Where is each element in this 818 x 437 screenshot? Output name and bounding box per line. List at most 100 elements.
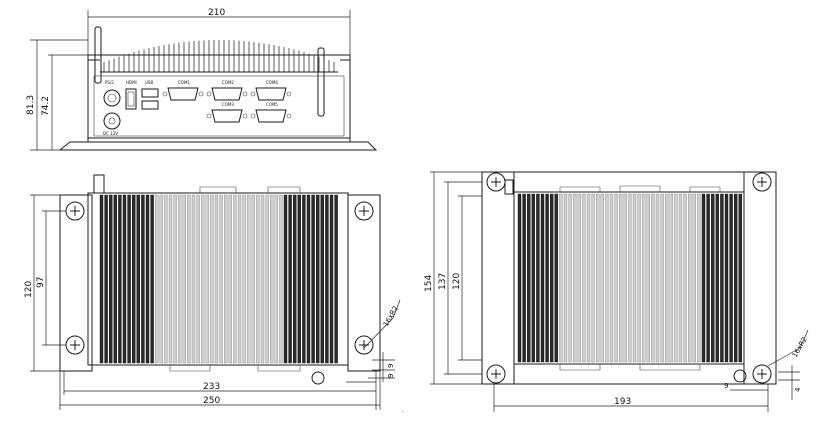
fin [288, 194, 292, 364]
fin [568, 193, 572, 363]
com5-label: COM5 [266, 102, 278, 107]
fin [334, 194, 338, 364]
usb-port-top [141, 88, 159, 98]
com-port [255, 109, 287, 123]
fin [131, 194, 136, 364]
fin [196, 194, 200, 364]
dim-left-slot-9a: 9 [387, 364, 395, 368]
fin [729, 193, 733, 363]
fin [669, 193, 673, 363]
fin [674, 193, 678, 363]
fin [697, 193, 701, 363]
fin [734, 193, 738, 363]
fin [145, 194, 150, 364]
right-bracket-left [481, 171, 515, 385]
fin [605, 193, 609, 363]
left-antenna-top [93, 174, 105, 194]
svg-text:.: . [402, 407, 404, 414]
top-view-right: 154 137 120 193 16xR2 9 4 [424, 171, 809, 412]
fin [122, 194, 127, 364]
fin [711, 193, 715, 363]
fin [628, 193, 632, 363]
fin [136, 194, 141, 364]
fin [210, 194, 214, 364]
fin [265, 194, 269, 364]
fin [591, 193, 595, 363]
left-antenna-bottom [311, 371, 325, 385]
fin [233, 194, 237, 364]
right-antenna-bottom [733, 369, 747, 383]
com1-label: COM1 [178, 80, 190, 85]
fin [104, 194, 108, 364]
fin [214, 194, 219, 364]
com2-label: COM2 [222, 80, 234, 85]
fin [614, 193, 618, 363]
fin [260, 194, 265, 364]
fin [164, 194, 168, 364]
fin [154, 194, 159, 364]
fin [311, 194, 315, 364]
fin [187, 194, 191, 364]
usb-label: USB [145, 80, 153, 85]
fin [173, 194, 177, 364]
fin [205, 194, 210, 364]
top-view-left: 233 250 120 97 16xR2 9 9 [24, 174, 401, 410]
antenna-right [317, 47, 325, 117]
fin [540, 193, 545, 363]
fin [127, 194, 131, 364]
fin [720, 193, 724, 363]
fin [522, 193, 526, 363]
fin [600, 193, 604, 363]
fin [223, 194, 228, 364]
usb-port-bottom [141, 100, 159, 110]
fin [609, 193, 614, 363]
fin [724, 193, 729, 363]
fin [701, 193, 706, 363]
dim-left-length-outer: 250 [203, 396, 220, 406]
fin [191, 194, 196, 364]
com-ports [162, 87, 292, 123]
fin [637, 193, 641, 363]
right-antenna-top [504, 179, 514, 195]
dim-right-height-outer: 154 [424, 275, 434, 292]
dc-label: DC 12V [103, 131, 118, 136]
fin [283, 194, 288, 364]
fin [586, 193, 591, 363]
fin [141, 194, 145, 364]
left-body [87, 192, 349, 366]
com-port [167, 87, 199, 101]
fin [632, 193, 637, 363]
dim-right-slot-9a: 9 [724, 382, 728, 390]
fin [582, 193, 586, 363]
dim-front-height: 81.3 [26, 95, 36, 115]
mount-hole [354, 335, 374, 355]
fin [99, 194, 104, 364]
fin [118, 194, 122, 364]
front-view: PS/2 DC 12V HDMI USB COM1 COM2 COM4 COM3… [26, 8, 378, 151]
fin [177, 194, 182, 364]
fin [113, 194, 118, 364]
fin [623, 193, 627, 363]
dim-right-height-inner: 120 [452, 273, 462, 290]
fin [619, 193, 623, 363]
fin [108, 194, 113, 364]
left-bracket-left [59, 194, 93, 372]
fin [302, 194, 306, 364]
dim-left-length-inner: 233 [203, 382, 220, 392]
fin [251, 194, 256, 364]
fin [237, 194, 242, 364]
right-mount-holes [486, 172, 772, 384]
right-heatsink-fins [517, 193, 742, 363]
fin [678, 193, 683, 363]
mount-hole [752, 172, 772, 192]
dim-front-height2: 74.2 [41, 96, 51, 116]
fin [527, 193, 531, 363]
fin [738, 193, 742, 363]
dim-front-width: 210 [208, 8, 225, 18]
fin [715, 193, 719, 363]
fin [573, 193, 577, 363]
fin [270, 194, 274, 364]
right-bracket-right [743, 171, 777, 385]
fin [577, 193, 581, 363]
fin [554, 193, 558, 363]
